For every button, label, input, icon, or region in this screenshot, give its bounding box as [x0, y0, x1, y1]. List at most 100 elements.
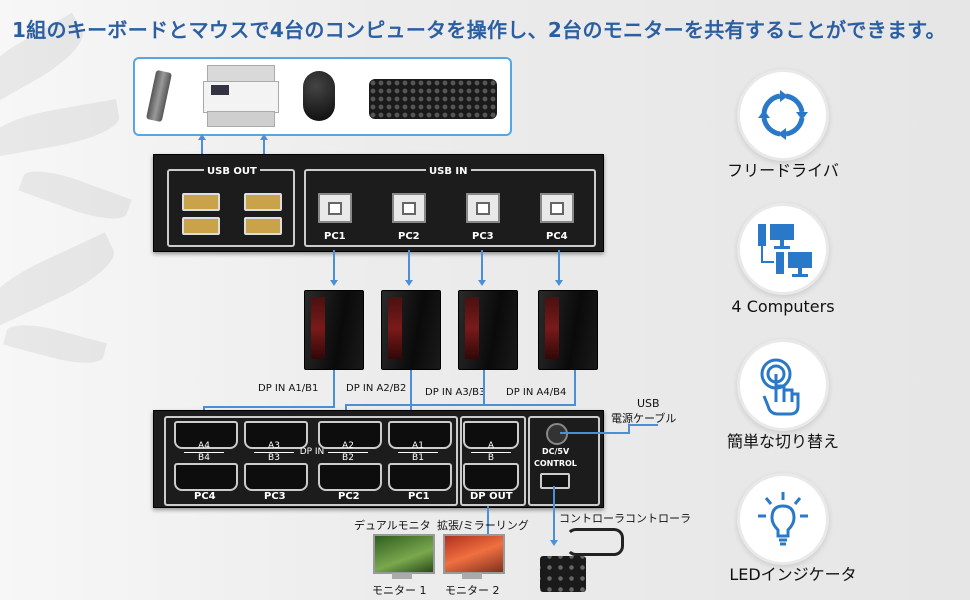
dp-out-port: [463, 463, 519, 491]
controller-label: コントローラコントローラ: [559, 512, 691, 525]
dp-port-a-label: A1: [412, 441, 424, 451]
connector-line: [333, 370, 335, 408]
dp-panel: A4 B4 A3 B3 DP IN A2 B2 A1 B1 PC4 PC3 PC…: [153, 410, 604, 508]
pc-tower-icon: [381, 290, 441, 370]
connector-line: [203, 406, 335, 408]
dp-in-label: DP IN A2/B2: [346, 383, 407, 394]
dp-port-b-label: B2: [328, 452, 368, 463]
dp-in-port: [318, 463, 382, 491]
dp-in-frame: [164, 416, 458, 506]
usb-in-port-label: PC3: [472, 231, 494, 242]
dp-in-label: DP IN A1/B1: [258, 383, 319, 394]
connector-line: [410, 370, 412, 416]
arrow-up-icon: [198, 134, 206, 140]
usb-in-port: [466, 193, 500, 223]
usb-drive-icon: [145, 69, 173, 123]
arrow-up-icon: [260, 134, 268, 140]
usb-panel: USB OUT USB IN PC1 PC2 PC3 PC4: [153, 154, 604, 252]
dp-out-a-label: A: [487, 441, 495, 451]
usb-in-port: [392, 193, 426, 223]
usb-in-label: USB IN: [426, 166, 471, 177]
connector-line: [560, 432, 630, 434]
connector-line: [408, 250, 410, 280]
feature-label: LEDインジケータ: [729, 565, 857, 584]
dp-out-label: DP OUT: [470, 491, 513, 502]
dp-in-panel-label: DP IN: [299, 447, 325, 457]
control-label: CONTROL: [534, 459, 577, 468]
connector-line: [487, 506, 489, 536]
monitor-2-icon: [443, 534, 505, 574]
computers-icon: [758, 224, 812, 277]
control-port: [540, 473, 570, 489]
lightbulb-icon: [758, 492, 808, 546]
arrow-down-icon: [550, 540, 558, 546]
connector-line: [628, 424, 630, 434]
usb-out-port: [182, 217, 220, 235]
arrow-down-icon: [405, 280, 413, 286]
monitor-2-label: モニター 2: [445, 584, 500, 597]
connector-line: [483, 370, 485, 406]
feature-label: 4 Computers: [731, 297, 835, 316]
dp-port-b-label: B1: [398, 452, 438, 463]
controller-cable: [566, 528, 624, 556]
dp-in-port: [244, 463, 308, 491]
connector-line: [558, 250, 560, 280]
dp-port-a-label: A3: [268, 441, 280, 451]
touch-hand-icon: [760, 358, 800, 416]
dp-in-port: [388, 463, 452, 491]
dp-out-port: [463, 421, 519, 449]
monitor-stand: [392, 573, 412, 579]
monitor-1-label: モニター 1: [372, 584, 427, 597]
dp-in-label: DP IN A4/B4: [506, 387, 567, 398]
dp-port-a-label: A4: [198, 441, 210, 451]
monitor-stand: [462, 573, 482, 579]
power-label: DC/5V: [542, 447, 570, 456]
dp-in-port: [244, 421, 308, 449]
usb-in-port-label: PC2: [398, 231, 420, 242]
feature-label: 簡単な切り替え: [726, 432, 839, 451]
usb-out-port: [244, 217, 282, 235]
usb-in-port-label: PC4: [546, 231, 568, 242]
decorative-leaf: [18, 162, 132, 228]
dp-in-port: [388, 421, 452, 449]
pc-tower-icon: [458, 290, 518, 370]
feature-circle: [737, 69, 829, 161]
usb-out-port: [244, 193, 282, 211]
monitor-1-icon: [373, 534, 435, 574]
dp-port-b-label: B3: [254, 452, 294, 463]
dp-out-b-label: B: [471, 452, 511, 463]
refresh-arrows-icon: [758, 90, 808, 140]
power-jack-icon: [546, 423, 568, 445]
pc-tower-icon: [304, 290, 364, 370]
usb-in-port: [318, 193, 352, 223]
connector-line: [481, 250, 483, 280]
controller-device-icon: [540, 556, 586, 592]
usb-power-cable-label: 電源ケーブル: [611, 412, 677, 425]
feature-circle: [737, 203, 829, 295]
dp-in-port: [174, 463, 238, 491]
decorative-leaf: [0, 232, 122, 328]
pc-label: PC4: [194, 491, 216, 502]
dp-port-b-label: B4: [184, 452, 224, 463]
usb-in-port: [540, 193, 574, 223]
headline: 1組のキーボードとマウスで4台のコンピュータを操作し、2台のモニターを共有するこ…: [12, 18, 946, 42]
pc-tower-icon: [538, 290, 598, 370]
dp-port-a-label: A2: [342, 441, 354, 451]
keyboard-icon: [369, 79, 497, 119]
usb-power-label: USB: [637, 397, 660, 410]
peripherals-panel: [133, 57, 512, 136]
feature-label: フリードライバ: [727, 161, 839, 180]
connector-line: [628, 424, 658, 426]
dp-out-frame: [460, 416, 526, 506]
decorative-leaf: [3, 317, 107, 371]
usb-in-port-label: PC1: [324, 231, 346, 242]
pc-label: PC2: [338, 491, 360, 502]
connector-line: [345, 404, 485, 406]
connector-line: [574, 370, 576, 406]
dp-in-port: [318, 421, 382, 449]
mirror-mode-label: 拡張/ミラーリング: [437, 519, 529, 532]
arrow-down-icon: [330, 280, 338, 286]
printer-icon: [203, 65, 279, 127]
dp-in-label: DP IN A3/B3: [425, 387, 486, 398]
dp-in-port: [174, 421, 238, 449]
